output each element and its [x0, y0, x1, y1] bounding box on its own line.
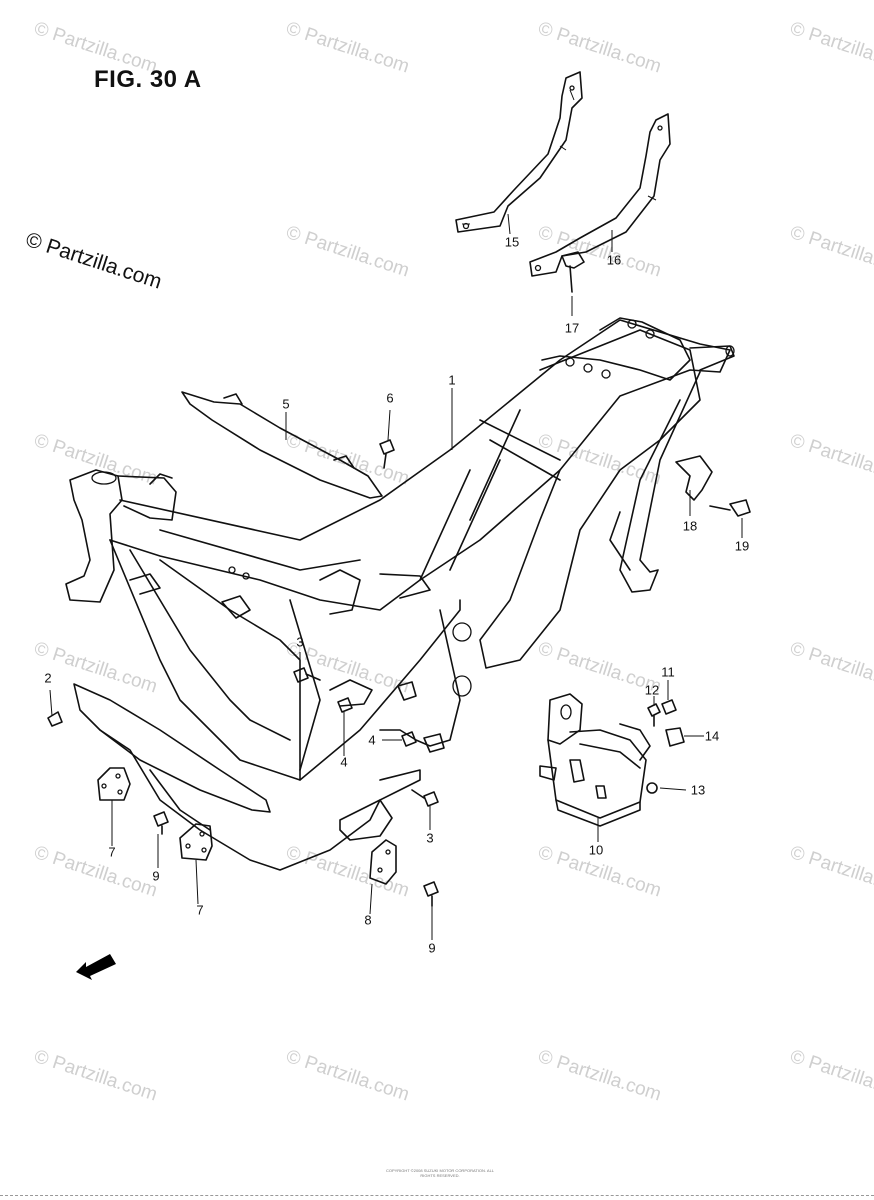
rear-brace-15 — [455, 71, 583, 233]
rear-brace-16 — [529, 113, 671, 277]
callout-1: 1 — [448, 372, 456, 388]
callout-3: 3 — [426, 830, 434, 846]
bolt-19 — [709, 499, 751, 517]
callout-5: 5 — [282, 396, 290, 412]
nut-4b — [401, 731, 417, 747]
grommet-14 — [665, 727, 685, 747]
bracket-8 — [369, 839, 397, 885]
callout-9: 9 — [152, 868, 160, 884]
callout-19: 19 — [734, 538, 750, 554]
brace-5 — [181, 391, 383, 499]
nut-4a — [337, 697, 353, 713]
callout-12: 12 — [644, 682, 660, 698]
bolt-9b — [423, 881, 439, 907]
figure-title: FIG. 30 A — [94, 66, 202, 93]
bolt-3a — [293, 667, 321, 683]
callout-6: 6 — [386, 390, 394, 406]
bolt-11 — [661, 699, 677, 715]
callout-9: 9 — [428, 940, 436, 956]
callout-10: 10 — [588, 842, 604, 858]
callout-15: 15 — [504, 234, 520, 250]
callout-4: 4 — [340, 754, 348, 770]
page-border — [0, 1195, 874, 1196]
callout-4: 4 — [368, 732, 376, 748]
callout-7: 7 — [108, 844, 116, 860]
callout-11: 11 — [661, 664, 675, 680]
forward-arrow-icon — [76, 954, 116, 980]
bracket-7b — [179, 823, 213, 861]
bolt-12 — [647, 703, 661, 727]
bolt-3b — [411, 789, 439, 807]
clamp-18 — [675, 455, 713, 501]
bolt-6 — [379, 439, 395, 469]
callout-2: 2 — [44, 670, 52, 686]
callout-7: 7 — [196, 902, 204, 918]
callout-3: 3 — [296, 634, 304, 650]
main-frame-1 — [65, 317, 735, 781]
bolt-17 — [561, 251, 585, 293]
leader-lines — [49, 213, 743, 940]
footer-copyright: COPYRIGHT ©2008 SUZUKI MOTOR CORPORATION… — [385, 1168, 495, 1178]
bracket-7a — [97, 767, 131, 801]
lower-brace — [73, 683, 421, 871]
bolt-9a — [153, 811, 169, 835]
callout-14: 14 — [704, 728, 720, 744]
callout-8: 8 — [364, 912, 372, 928]
callout-16: 16 — [606, 252, 622, 268]
bolt-2 — [47, 711, 63, 727]
callout-17: 17 — [564, 320, 580, 336]
callout-13: 13 — [690, 782, 706, 798]
callout-18: 18 — [682, 518, 698, 534]
grommet-13 — [646, 782, 658, 794]
battery-box-10 — [539, 693, 651, 827]
